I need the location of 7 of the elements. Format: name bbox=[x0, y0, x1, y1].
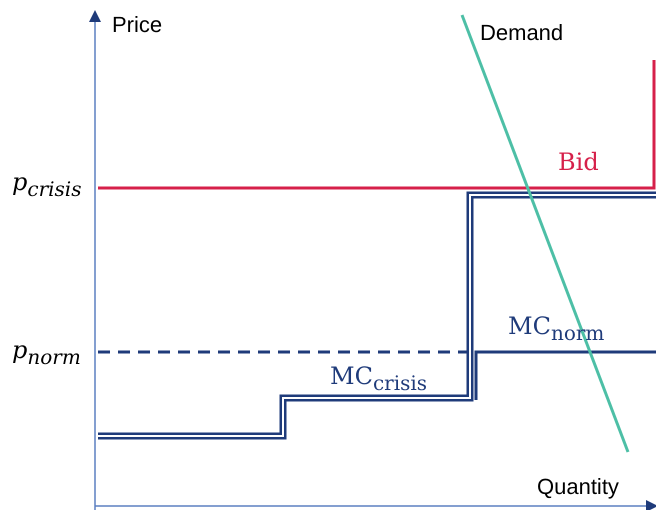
curve-label: Demand bbox=[480, 22, 564, 44]
curve-label: MC$_{crisis}$ bbox=[330, 364, 428, 393]
price-level-label: p$_{crisis}$ bbox=[12, 170, 82, 199]
axis-label: Price bbox=[112, 14, 162, 36]
curve-label: Bid bbox=[558, 150, 599, 174]
price-level-label: p$_{norm}$ bbox=[12, 338, 81, 367]
axis-label: Quantity bbox=[537, 476, 619, 498]
